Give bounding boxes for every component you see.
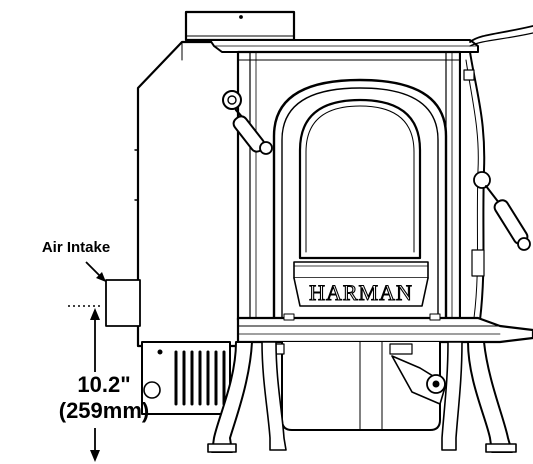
flue-collar	[184, 10, 296, 42]
rear-housing	[105, 40, 242, 348]
height-value-imperial: 10.2"	[77, 372, 130, 397]
stove-drawing	[105, 10, 533, 453]
air-intake-label: Air Intake	[42, 239, 110, 256]
dimension-arrowhead-down	[90, 450, 100, 462]
logo-plate	[293, 261, 429, 307]
air-intake-arrowhead	[96, 272, 106, 282]
dimension-arrowhead-up	[90, 308, 100, 320]
leg-rear-left	[261, 341, 287, 451]
top-plate	[209, 25, 533, 53]
height-value-metric: (259mm)	[59, 398, 149, 423]
base-plate	[236, 313, 533, 344]
air-intake-box	[105, 279, 141, 327]
door-frame	[272, 78, 448, 324]
air-intake-callout: Air Intake	[42, 239, 110, 282]
door-glass	[298, 98, 422, 260]
height-dimension: 10.2" (259mm)	[59, 305, 149, 462]
leg-front-right	[467, 341, 517, 453]
leg-rear-right	[441, 341, 463, 451]
stove-logo: HARMAN	[309, 280, 413, 305]
ash-pan	[273, 341, 447, 431]
leg-front-left	[207, 341, 253, 453]
blower-housing	[141, 341, 231, 415]
door-handle-left	[222, 90, 273, 155]
door-handle-right	[473, 171, 531, 251]
